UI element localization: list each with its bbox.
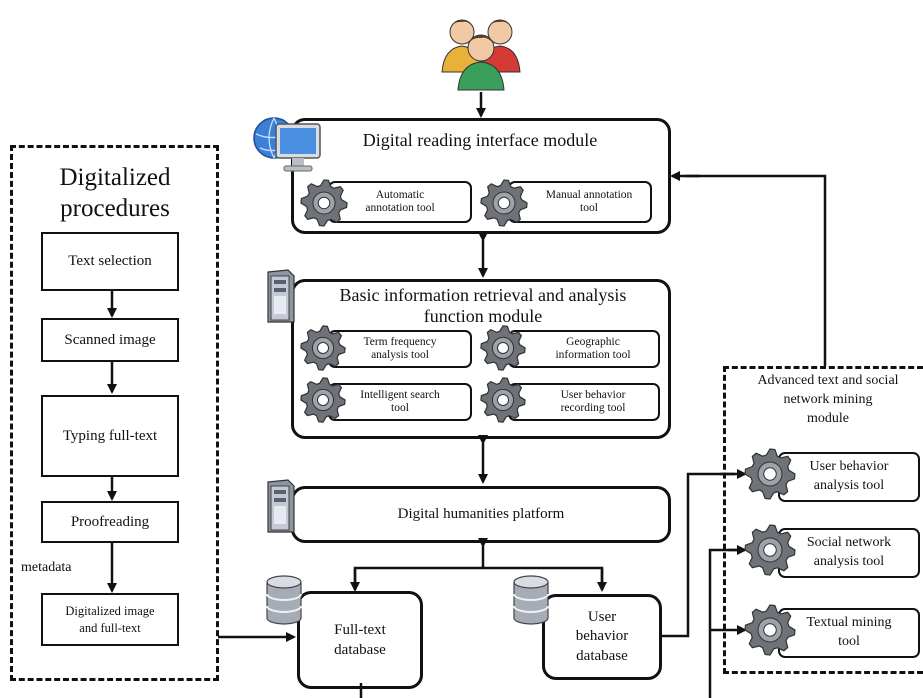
tool-label-line2: analysis tool <box>813 554 885 569</box>
db-label-line2: database <box>334 642 386 658</box>
advanced-mining-module-panel <box>723 366 923 674</box>
step-label: Proofreading <box>70 513 150 530</box>
tool-label-line2: annotation tool <box>365 202 435 214</box>
interface-module-title: Digital reading interface module <box>362 130 598 150</box>
step-typing-full-text: Typing full-text <box>41 395 179 477</box>
platform-db-branch <box>353 566 604 587</box>
computer-globe-icon <box>253 117 321 172</box>
tool-label-line1: User behavior <box>560 388 626 401</box>
tool-label-line1: Textual mining <box>806 615 892 631</box>
step-scanned-image: Scanned image <box>41 318 179 362</box>
behavior-db-to-analysis-line <box>662 472 735 638</box>
server-icon <box>267 269 295 323</box>
step-digitalized-image: Digitalized image and full-text <box>41 593 179 646</box>
gear-icon <box>480 377 526 423</box>
gear-icon <box>744 524 796 576</box>
procedures-title-line2: procedures <box>60 195 170 223</box>
mining-module-title: Advanced text and social network mining … <box>733 372 923 429</box>
tool-label-line1: User behavior <box>809 459 889 475</box>
gear-icon <box>480 179 528 227</box>
mining-title-line2: network mining <box>783 391 873 407</box>
gear-icon <box>480 325 526 371</box>
gear-icon <box>744 604 796 656</box>
gear-icon <box>744 448 796 500</box>
social-network-analysis-tool: Social network analysis tool <box>778 528 920 578</box>
user-behavior-analysis-tool: User behavior analysis tool <box>778 452 920 502</box>
db-label-line1: User <box>587 608 617 625</box>
tool-label-line2: tool <box>580 202 598 214</box>
tool-label-line1: Manual annotation <box>545 188 633 201</box>
tool-label-line2: information tool <box>555 349 631 361</box>
procedures-title-line1: Digitalized <box>59 164 171 191</box>
tool-label-line1: Automatic <box>375 188 425 201</box>
users-icon <box>441 19 521 91</box>
retrieval-module-title: Basic information retrieval and analysis… <box>316 285 650 327</box>
gear-icon <box>300 325 346 371</box>
textual-mining-tool: Textual mining tool <box>778 608 920 658</box>
step-label-line2: and full-text <box>79 620 141 635</box>
retrieval-title-line2: function module <box>423 306 543 327</box>
step-label: Scanned image <box>64 331 156 348</box>
db-label-line1: Full-text <box>334 621 386 638</box>
tool-label-line2: analysis tool <box>371 349 429 361</box>
tool-label-line2: tool <box>838 634 860 649</box>
metadata-label: metadata <box>21 560 72 575</box>
mining-to-interface-line <box>685 174 827 366</box>
tool-label-line2: tool <box>391 402 409 414</box>
mining-title-line1: Advanced text and social <box>757 373 899 388</box>
tool-label-line2: analysis tool <box>813 478 885 493</box>
step-proofreading: Proofreading <box>41 501 179 543</box>
step-text-selection: Text selection <box>41 232 179 291</box>
platform-title: Digital humanities platform <box>397 506 565 522</box>
tool-label-line1: Term frequency <box>363 335 437 348</box>
retrieval-title-line1: Basic information retrieval and analysis <box>339 285 627 305</box>
procedures-title: Digitalized procedures <box>20 162 210 225</box>
user-behavior-database: User behavior database <box>542 594 662 680</box>
server-icon <box>267 479 295 533</box>
step-label: Typing full-text <box>62 427 158 444</box>
db-label-line2: behavior <box>575 628 629 645</box>
tool-label-line2: recording tool <box>560 402 626 414</box>
gear-icon <box>300 377 346 423</box>
database-icon <box>266 575 302 625</box>
tool-label-line1: Intelligent search <box>360 388 440 401</box>
database-icon <box>513 575 549 625</box>
step-label: Text selection <box>68 253 152 269</box>
fulltext-database: Full-text database <box>297 591 423 689</box>
tool-label-line1: Geographic <box>566 335 620 348</box>
mining-title-line3: module <box>807 410 849 426</box>
step-label-line1: Digitalized image <box>65 604 155 619</box>
gear-icon <box>300 179 348 227</box>
digitalized-procedures-panel <box>10 145 219 681</box>
db-label-line3: database <box>576 647 628 664</box>
tool-label-line1: Social network <box>806 535 892 551</box>
